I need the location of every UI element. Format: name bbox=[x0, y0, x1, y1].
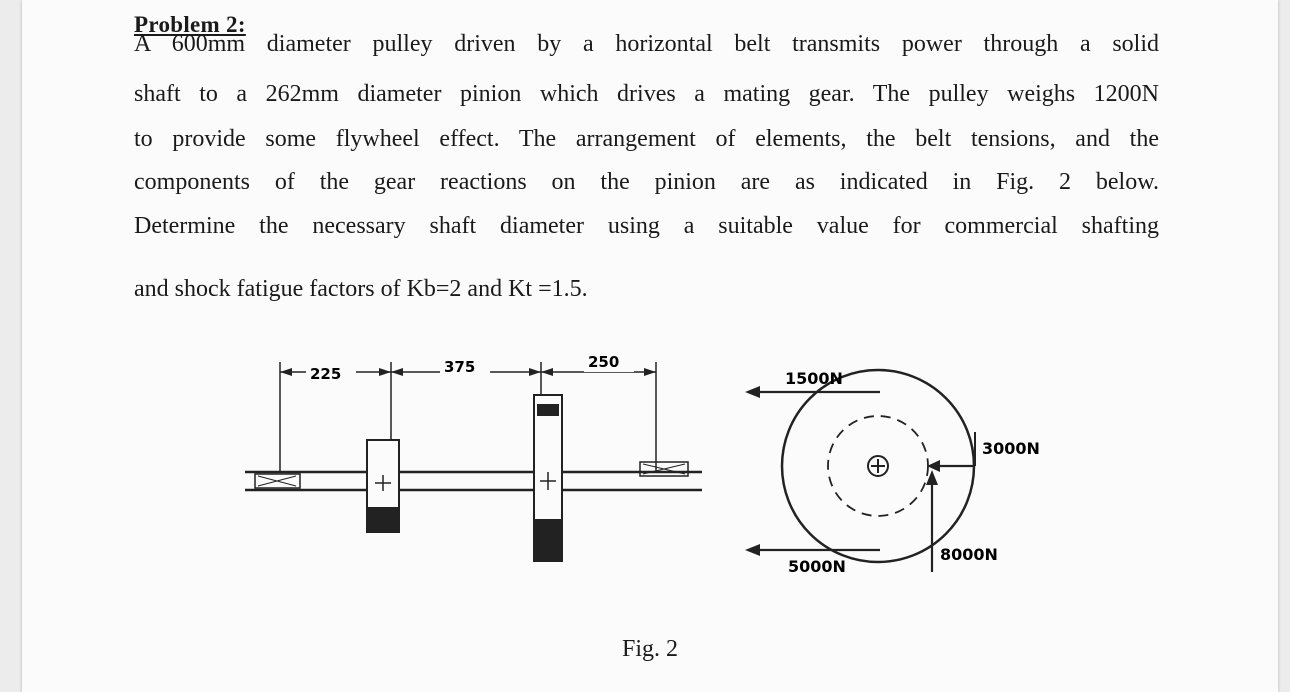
force-label-3000n: 3000N bbox=[982, 439, 1040, 458]
problem-text-line-2: shaft to a 262mm diameter pinion which d… bbox=[134, 81, 1159, 107]
dimension-label-375: 375 bbox=[444, 358, 475, 376]
problem-title: Problem 2: bbox=[134, 12, 246, 37]
force-label-1500n: 1500N bbox=[785, 369, 843, 388]
problem-text-line-6: and shock fatigue factors of Kb=2 and Kt… bbox=[134, 276, 588, 302]
problem-text-line-4: components of the gear reactions on the … bbox=[134, 169, 1159, 195]
force-label-8000n: 8000N bbox=[940, 545, 998, 564]
dimension-label-225: 225 bbox=[310, 365, 341, 383]
problem-text-line-3: to provide some flywheel effect. The arr… bbox=[134, 126, 1159, 152]
document-page bbox=[22, 0, 1278, 692]
problem-text-line-1: A 600mm diameter pulley driven by a hori… bbox=[134, 31, 1159, 57]
dimension-label-250: 250 bbox=[588, 353, 619, 371]
shaft-assembly bbox=[245, 362, 702, 562]
force-label-5000n: 5000N bbox=[788, 557, 846, 576]
force-diagram bbox=[745, 368, 976, 572]
problem-text-line-5: Determine the necessary shaft diameter u… bbox=[134, 213, 1159, 239]
figure-caption: Fig. 2 bbox=[622, 636, 679, 662]
